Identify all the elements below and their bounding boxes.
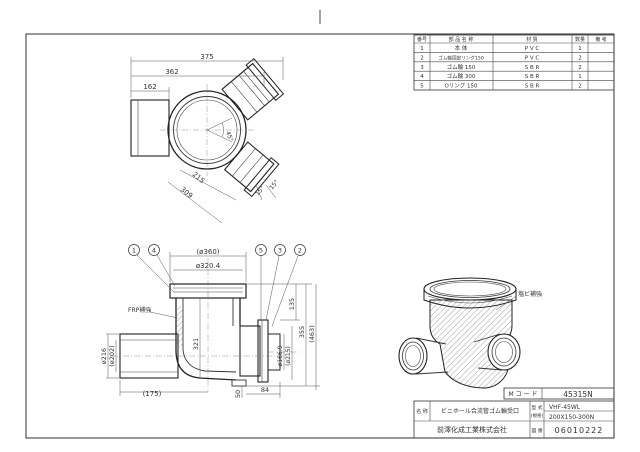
top-dim-15a: 15° xyxy=(254,185,266,198)
parts-header-qty: 数量 xyxy=(575,36,585,43)
parts-row-5-material: S B R xyxy=(525,84,540,90)
svg-text:3: 3 xyxy=(278,247,282,255)
svg-text:1: 1 xyxy=(132,247,136,255)
front-dim-216: ø216 xyxy=(100,348,108,364)
front-dim-202: (ø202) xyxy=(108,345,116,366)
parts-row-2-no: 2 xyxy=(420,55,424,61)
parts-header-note: 備 考 xyxy=(595,36,607,43)
parts-row-4-material: S B R xyxy=(525,74,540,80)
top-dim-15b: 15° xyxy=(268,179,280,192)
iso-branch-right xyxy=(473,333,521,371)
top-view-branch-upper xyxy=(221,62,280,121)
balloon-5: 5 xyxy=(255,244,267,320)
parts-row-3-qty: 2 xyxy=(578,65,582,71)
company-name: 前澤化成工業株式会社 xyxy=(437,425,507,434)
title-name-label: 名 称 xyxy=(416,408,428,415)
svg-text:2: 2 xyxy=(298,247,302,255)
balloon-4: 4 xyxy=(148,244,176,287)
front-branch-socket xyxy=(239,325,261,377)
parts-row-1-qty: 1 xyxy=(578,46,582,52)
parts-row-2-qty: 2 xyxy=(578,55,582,61)
iso-branch-left xyxy=(398,337,449,375)
top-view-branch-lower xyxy=(223,141,275,193)
drawing-no-label: 図 番 xyxy=(531,427,542,434)
parts-header-material: 材 質 xyxy=(526,36,538,43)
model-value: VHF-45WL xyxy=(549,404,581,411)
balloon-2: 2 xyxy=(271,244,306,327)
parts-row-4-name: ゴム輪 300 xyxy=(447,72,476,80)
parts-row-2-material: P V C xyxy=(525,55,540,61)
frp-label: FRP補強 xyxy=(128,306,151,314)
front-dim-321: 321 xyxy=(192,338,200,350)
drawing-no: 06010222 xyxy=(555,426,604,435)
svg-text:4: 4 xyxy=(152,247,156,255)
iso-view: 塩ビ補強 xyxy=(398,277,542,389)
title-block: M コ ー ド 45315N 名 称 ビニホール合流管ゴム輪受口 型 式 (規格… xyxy=(413,387,615,439)
front-dim-360: (ø360) xyxy=(196,248,219,256)
parts-row-1-no: 1 xyxy=(420,46,424,52)
frp-reinforcement xyxy=(176,306,183,346)
parts-row-3-no: 3 xyxy=(420,65,424,71)
top-view-angle-label: 45° xyxy=(224,130,234,142)
front-dim-320-4: ø320.4 xyxy=(196,262,221,270)
model-label-sub: (規格) xyxy=(531,412,544,419)
iso-body-hatch xyxy=(429,299,513,389)
parts-row-4-qty: 1 xyxy=(578,74,582,80)
parts-row-5-no: 5 xyxy=(420,84,424,90)
parts-row-4-no: 4 xyxy=(420,74,424,80)
svg-text:5: 5 xyxy=(259,247,263,255)
top-dim-162: 162 xyxy=(143,83,156,91)
product-name: ビニホール合流管ゴム輪受口 xyxy=(441,407,519,415)
parts-row-5-qty: 2 xyxy=(578,84,582,90)
iso-reinforcement-label: 塩ビ補強 xyxy=(518,290,542,298)
mcode-value: 45315N xyxy=(563,390,592,399)
front-dim-166-9: ø166.9 xyxy=(277,345,284,366)
top-dim-362: 362 xyxy=(165,68,178,76)
parts-row-1-name: 本 体 xyxy=(455,44,468,52)
front-dim-135: 135 xyxy=(288,298,296,310)
drawing-border xyxy=(25,33,615,439)
front-view: 1 4 5 3 2 (ø360) ø320.4 xyxy=(100,244,320,398)
top-dim-309: 309 xyxy=(179,185,194,200)
model-size: 200X150-300N xyxy=(549,414,594,421)
parts-header-name: 部 品 名 称 xyxy=(449,36,474,43)
front-dim-215: (ø215) xyxy=(285,346,292,366)
model-label: 型 式 xyxy=(531,404,542,411)
parts-table: 番号 部 品 名 称 材 質 数量 備 考 1 本 体 P V C 1 2 ゴム… xyxy=(413,34,615,91)
parts-row-3-material: S B R xyxy=(525,65,540,71)
balloon-3: 3 xyxy=(265,244,286,321)
parts-row-1-material: P V C xyxy=(525,46,540,52)
parts-row-2-name: ゴム輪固定リング150 xyxy=(438,54,484,61)
top-dim-375: 375 xyxy=(200,53,213,61)
top-view: 45° 375 362 162 215 309 15° 15° xyxy=(130,53,285,224)
mcode-label: M コ ー ド xyxy=(509,391,538,398)
balloon-1: 1 xyxy=(128,244,175,293)
parts-row-5-name: Oリング 150 xyxy=(444,82,478,90)
front-dim-463: (463) xyxy=(308,325,316,342)
parts-header-no: 番号 xyxy=(417,36,427,43)
parts-row-3-name: ゴム輪 150 xyxy=(447,63,476,71)
front-dim-50: 50 xyxy=(234,390,242,398)
front-dim-84: 84 xyxy=(261,386,269,394)
top-view-inlet-pipe xyxy=(130,99,170,157)
front-dim-355: 355 xyxy=(298,326,306,338)
front-dim-175: (175) xyxy=(143,390,162,398)
